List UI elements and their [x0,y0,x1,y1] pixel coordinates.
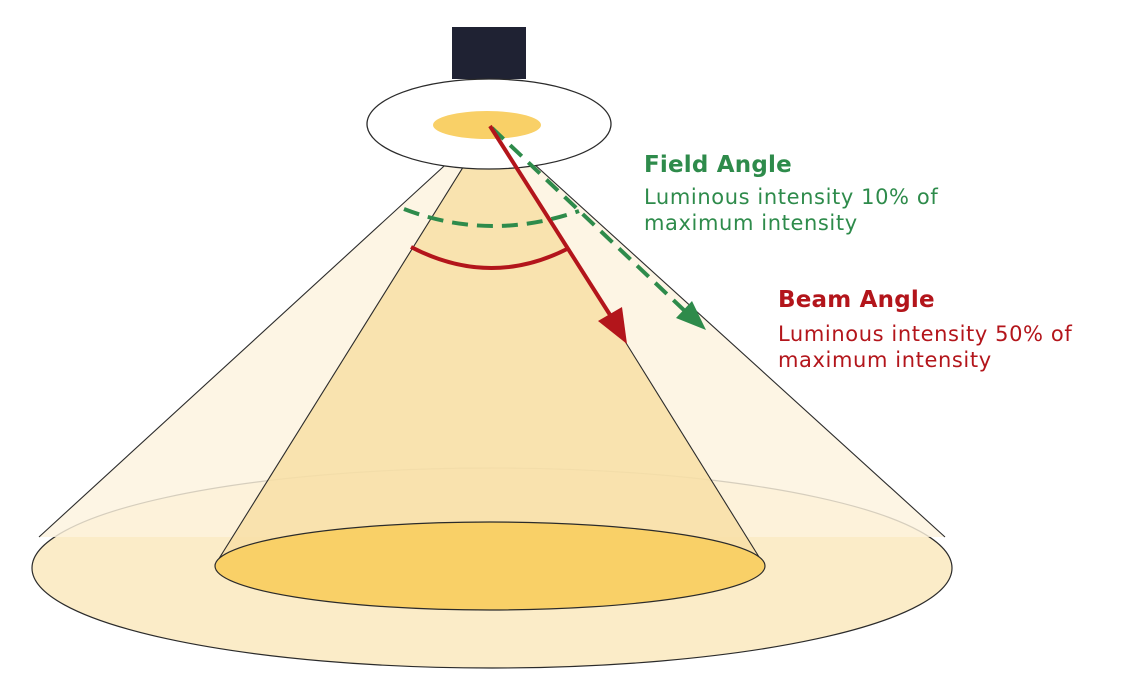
field-cone-right-edge [489,123,946,538]
field-cone-left-edge [38,123,491,538]
beam-angle-title: Beam Angle [778,287,935,313]
beam-angle-label: Beam Angle Luminous intensity 50% of max… [778,286,1072,373]
light-fixture-icon [452,27,526,79]
beam-spot-ellipse [214,521,766,611]
field-arrowhead-icon [676,301,706,330]
beam-angle-arrow [488,124,614,320]
lamp-lens [433,111,541,139]
beam-angle-arc [410,245,568,270]
beam-arrowhead-icon [598,307,627,344]
field-angle-desc-line2: maximum intensity [644,210,858,235]
field-angle-label: Field Angle Luminous intensity 10% of ma… [644,151,938,236]
field-angle-arrow [490,126,690,316]
field-angle-desc-line1: Luminous intensity 10% of [644,185,939,210]
field-angle-title: Field Angle [644,152,792,178]
beam-cone-left-edge [214,123,491,566]
beam-angle-desc-line1: Luminous intensity 50% of [778,322,1073,347]
beam-cone [215,124,764,565]
field-angle-arc [403,207,580,228]
beam-angle-desc-line2: maximum intensity [778,347,992,372]
